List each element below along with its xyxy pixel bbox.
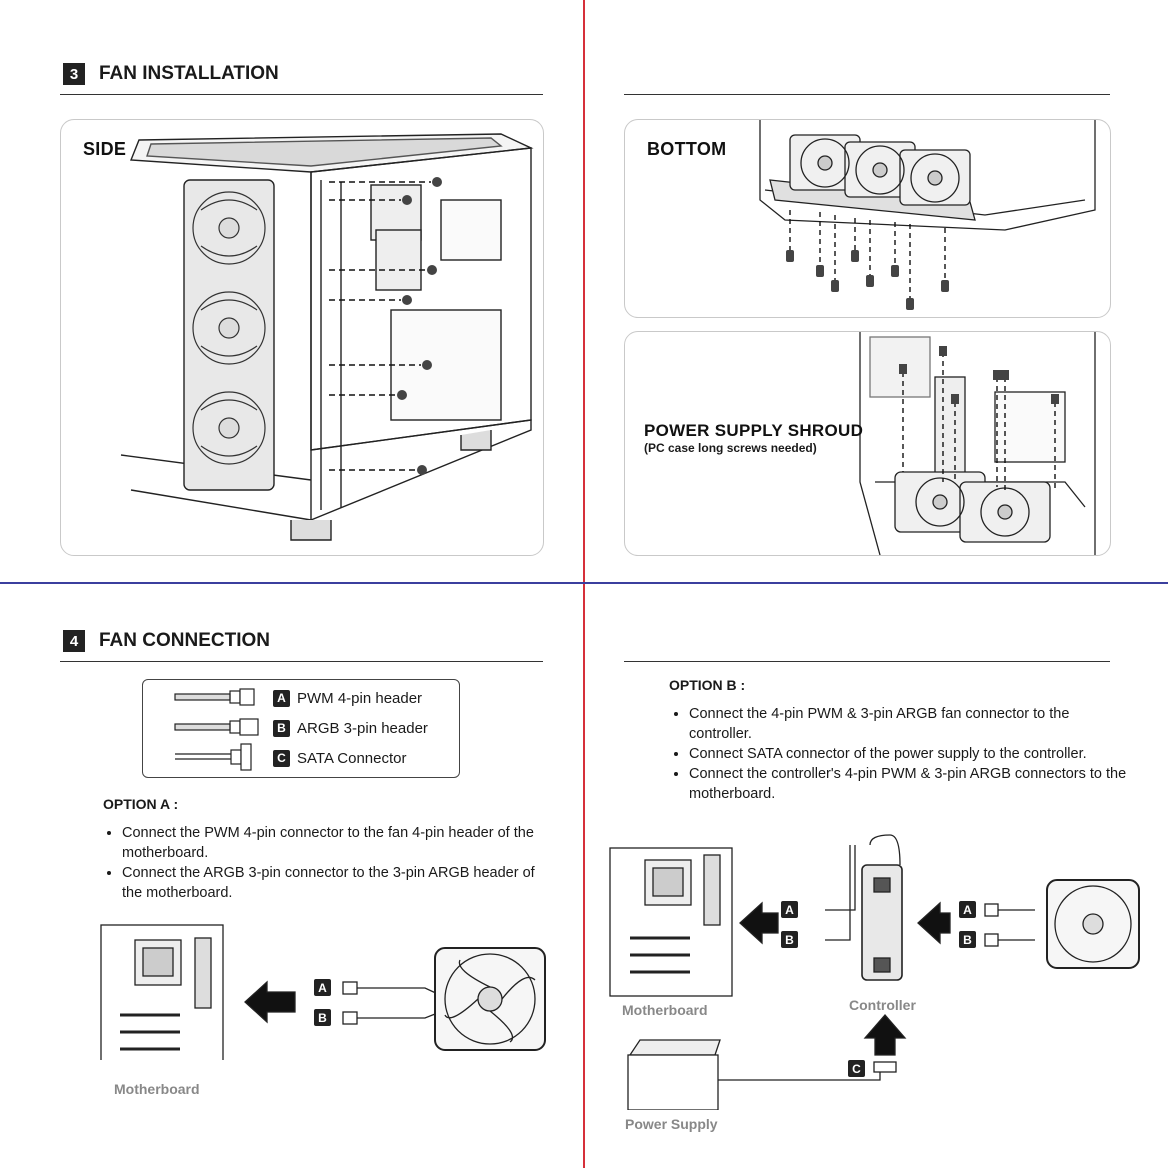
- section-4-title: FAN CONNECTION: [99, 630, 270, 651]
- legend-label-c: SATA Connector: [297, 749, 407, 767]
- option-a-bullet-1: Connect the PWM 4-pin connector to the f…: [122, 823, 552, 863]
- option-b-badge-b-left: B: [781, 931, 798, 948]
- side-panel: SIDE: [60, 119, 544, 556]
- legend-label-a: PWM 4-pin header: [297, 689, 423, 707]
- bottom-case-illustration: [759, 120, 1096, 310]
- option-b-diagram: [609, 834, 1140, 1110]
- option-b-bullet-2: Connect SATA connector of the power supp…: [689, 744, 1129, 764]
- legend-row-b: B ARGB 3-pin header: [143, 716, 589, 740]
- option-b-badge-b-right: B: [959, 931, 976, 948]
- section-3-heading: 3 FAN INSTALLATION: [63, 63, 279, 85]
- legend-badge-c: C: [273, 749, 290, 767]
- section-3-rule-right: [624, 94, 1110, 95]
- option-a-badge-b: B: [314, 1009, 331, 1026]
- legend-row-a: A PWM 4-pin header: [143, 686, 589, 710]
- horizontal-fold-guide: [0, 582, 1168, 584]
- section-4-number: 4: [63, 630, 85, 652]
- side-case-illustration: [120, 133, 534, 541]
- psu-shroud-panel: POWER SUPPLY SHROUD (PC case long screws…: [624, 331, 1111, 556]
- legend-badge-b: B: [273, 719, 290, 737]
- section-3-rule-left: [60, 94, 543, 95]
- legend-label-b: ARGB 3-pin header: [297, 719, 428, 737]
- section-4-rule-right: [624, 661, 1110, 662]
- legend-row-c: C SATA Connector: [143, 746, 589, 770]
- option-b-controller-caption: Controller: [849, 997, 916, 1013]
- option-a-motherboard-caption: Motherboard: [114, 1081, 200, 1097]
- option-a-diagram: [100, 924, 546, 1060]
- option-a-bullet-2: Connect the ARGB 3-pin connector to the …: [122, 863, 552, 903]
- side-label: SIDE: [83, 139, 127, 159]
- option-b-bullet-1: Connect the 4-pin PWM & 3-pin ARGB fan c…: [689, 704, 1129, 744]
- option-b-badge-a-right: A: [959, 901, 976, 918]
- section-3-number: 3: [63, 63, 85, 85]
- psu-shroud-illustration: [859, 332, 1096, 555]
- psu-shroud-note: (PC case long screws needed): [644, 441, 817, 455]
- section-4-rule-left: [60, 661, 543, 662]
- option-b-bullets: Connect the 4-pin PWM & 3-pin ARGB fan c…: [671, 704, 1129, 804]
- legend-badge-a: A: [273, 689, 290, 707]
- option-a-bullets: Connect the PWM 4-pin connector to the f…: [104, 823, 552, 903]
- vertical-fold-guide: [583, 0, 585, 1168]
- bottom-panel: BOTTOM: [624, 119, 1111, 318]
- psu-shroud-label: POWER SUPPLY SHROUD: [644, 421, 864, 440]
- option-b-badge-c: C: [848, 1060, 865, 1077]
- option-a-title: OPTION A :: [103, 796, 179, 812]
- section-4-heading: 4 FAN CONNECTION: [63, 630, 270, 652]
- option-b-title: OPTION B :: [669, 677, 746, 693]
- section-3-title: FAN INSTALLATION: [99, 63, 279, 84]
- legend-connector-drawings: [174, 688, 259, 771]
- option-b-motherboard-caption: Motherboard: [622, 1002, 708, 1018]
- option-b-badge-a-left: A: [781, 901, 798, 918]
- option-b-bullet-3: Connect the controller's 4-pin PWM & 3-p…: [689, 764, 1129, 804]
- option-b-psu-caption: Power Supply: [625, 1116, 718, 1132]
- connector-legend: A PWM 4-pin header B ARGB 3-pin header C…: [142, 679, 460, 778]
- option-a-badge-a: A: [314, 979, 331, 996]
- bottom-label: BOTTOM: [647, 139, 727, 159]
